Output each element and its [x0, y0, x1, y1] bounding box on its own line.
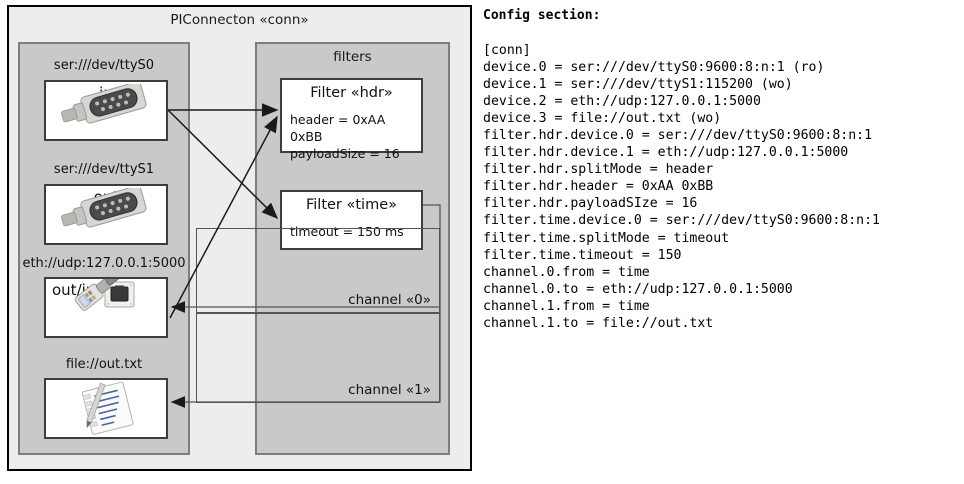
device-label-file: file://out.txt — [65, 357, 143, 372]
device-label-serial1: ser:///dev/ttyS1 — [53, 162, 155, 177]
device-box-file[interactable]: out — [44, 378, 168, 439]
filter-props-hdr: header = 0xAA 0xBB payloadSize = 16 — [290, 111, 421, 162]
config-line: device.2 = eth://udp:127.0.0.1:5000 — [483, 94, 761, 110]
serial-port-icon — [61, 84, 147, 124]
config-line: filter.hdr.device.0 = ser:///dev/ttyS0:9… — [483, 128, 873, 144]
config-line: filter.hdr.splitMode = header — [483, 162, 714, 178]
config-line: filter.time.device.0 = ser:///dev/ttyS0:… — [483, 213, 880, 229]
text-file-icon — [81, 382, 134, 435]
device-label-ethernet: eth://udp:127.0.0.1:5000 — [22, 256, 186, 271]
config-line: device.1 = ser:///dev/ttyS1:115200 (wo) — [483, 77, 793, 93]
config-line: device.3 = file://out.txt (wo) — [483, 111, 722, 127]
ethernet-jack-icon — [74, 279, 135, 311]
device-box-ethernet[interactable]: out/in — [44, 277, 168, 338]
config-line: filter.hdr.payloadSIze = 16 — [483, 196, 698, 212]
config-line: filter.hdr.header = 0xAA 0xBB — [483, 179, 714, 195]
channel-box-1: channel «1» — [196, 313, 440, 403]
config-line: channel.0.to = eth://udp:127.0.0.1:5000 — [483, 281, 793, 297]
channel-label-1: channel «1» — [348, 382, 431, 398]
config-line: device.0 = ser:///dev/ttyS0:9600:8:n:1 (… — [483, 60, 825, 76]
config-line: filter.time.splitMode = timeout — [483, 230, 730, 246]
filters-group-title: filters — [333, 49, 372, 65]
filter-title-time: Filter «time» — [305, 197, 398, 213]
serial-port-icon — [61, 188, 147, 228]
config-line: channel.1.to = file://out.txt — [483, 315, 714, 331]
diagram-title: PIConnecton «conn» — [170, 12, 309, 28]
device-box-serial1[interactable]: out — [44, 184, 168, 245]
device-box-serial0[interactable]: in — [44, 80, 168, 141]
config-heading: Config section: — [483, 8, 601, 23]
channel-box-0: channel «0» — [196, 228, 440, 313]
config-line: filter.hdr.device.1 = eth://udp:127.0.0.… — [483, 145, 849, 161]
channel-label-0: channel «0» — [348, 292, 431, 308]
filter-title-hdr: Filter «hdr» — [310, 85, 393, 101]
config-line: channel.0.from = time — [483, 264, 650, 280]
connection-diagram: PIConnecton «conn» ser:///dev/ttyS0 in — [0, 0, 478, 484]
config-body: [conn] device.0 = ser:///dev/ttyS0:9600:8… — [483, 42, 880, 332]
device-label-serial0: ser:///dev/ttyS0 — [53, 58, 155, 73]
config-line: filter.time.timeout = 150 — [483, 247, 682, 263]
config-line: [conn] — [483, 43, 531, 58]
filter-prop: payloadSize = 16 — [290, 146, 400, 161]
filter-box-hdr[interactable]: Filter «hdr» header = 0xAA 0xBB payloadS… — [280, 78, 423, 161]
config-line: channel.1.from = time — [483, 298, 650, 314]
config-section: Config section: [conn] device.0 = ser:///… — [483, 0, 964, 484]
filter-prop: header = 0xAA 0xBB — [290, 112, 386, 144]
